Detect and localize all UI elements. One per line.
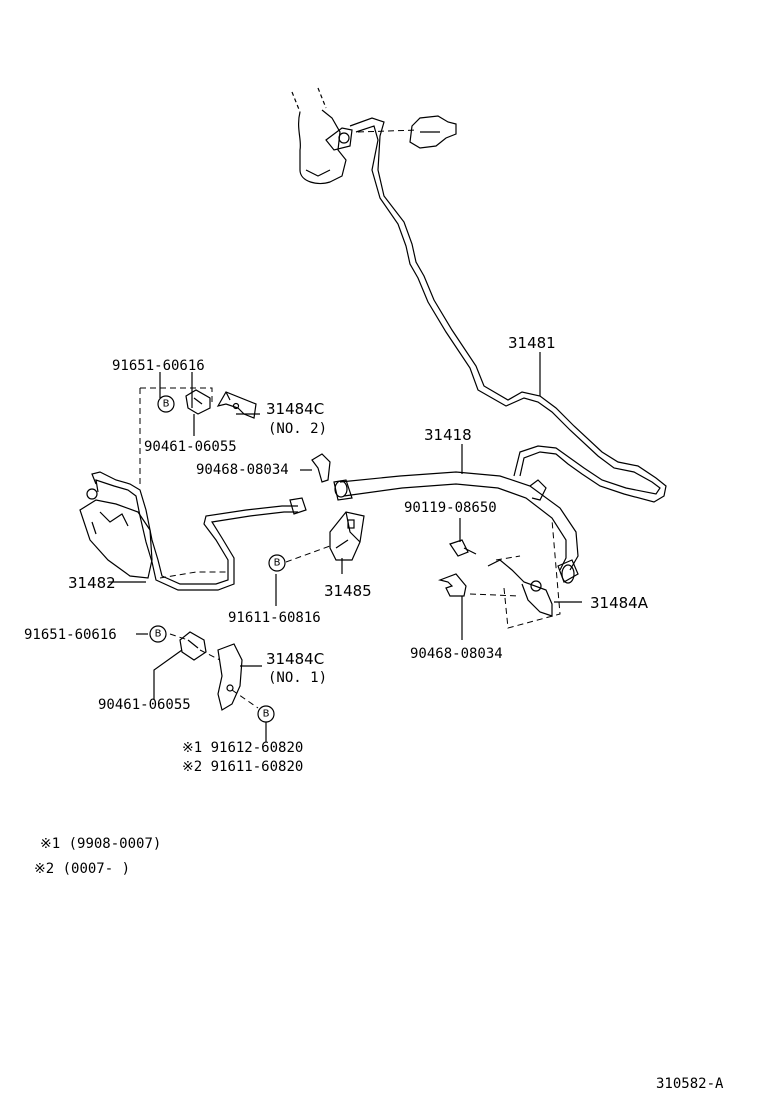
label-31484c-bottom: 31484C — [266, 650, 324, 668]
label-31484c-bottom-sub: (NO. 1) — [268, 670, 327, 686]
label-31481: 31481 — [508, 334, 556, 352]
clamp-31485 — [329, 511, 365, 561]
bracket-31484c-no2 — [216, 391, 257, 419]
pipe-31482 — [79, 471, 307, 591]
badge-b-bottom: B — [257, 705, 275, 723]
label-90461-bottom: 90461-06055 — [98, 697, 191, 713]
label-91611-marked: ※2 91611-60820 — [182, 759, 303, 775]
svg-text:B: B — [274, 558, 281, 569]
clip-90461-top — [185, 389, 211, 415]
diagram-id: 310582-A — [656, 1076, 724, 1092]
label-90468-top: 90468-08034 — [196, 462, 289, 478]
label-31482: 31482 — [68, 574, 116, 592]
label-91611: 91611-60816 — [228, 610, 321, 626]
hose-31418 — [333, 471, 579, 584]
note-1: ※1 (9908-0007) — [40, 836, 161, 852]
label-91651-top: 91651-60616 — [112, 358, 205, 374]
clip-90461-bottom — [179, 631, 207, 661]
bracket-31484a — [469, 519, 561, 629]
clip-90468-bottom — [437, 573, 467, 597]
clutch-master-cylinder — [291, 87, 457, 185]
svg-text:B: B — [163, 399, 170, 410]
clip-90468-top — [311, 453, 331, 483]
label-90119: 90119-08650 — [404, 500, 497, 516]
label-91651-bottom: 91651-60616 — [24, 627, 117, 643]
label-91612-marked: ※1 91612-60820 — [182, 740, 303, 756]
note-2: ※2 (0007- ) — [34, 861, 130, 877]
label-31485: 31485 — [324, 582, 372, 600]
bolt-90119 — [449, 539, 477, 557]
bracket-31484c-no1 — [217, 643, 243, 711]
badge-b-top: B — [157, 395, 175, 413]
label-31484c-top: 31484C — [266, 400, 324, 418]
label-90468-bottom: 90468-08034 — [410, 646, 503, 662]
badge-b-left: B — [149, 625, 167, 643]
svg-text:B: B — [263, 709, 270, 720]
label-90461-top: 90461-06055 — [144, 439, 237, 455]
label-31484c-top-sub: (NO. 2) — [268, 421, 327, 437]
leader-lines — [108, 352, 582, 742]
badge-b-mid: B — [268, 554, 286, 572]
label-31484a: 31484A — [590, 594, 649, 612]
pipe-31481 — [349, 117, 667, 503]
svg-text:B: B — [155, 629, 162, 640]
label-31418: 31418 — [424, 426, 472, 444]
